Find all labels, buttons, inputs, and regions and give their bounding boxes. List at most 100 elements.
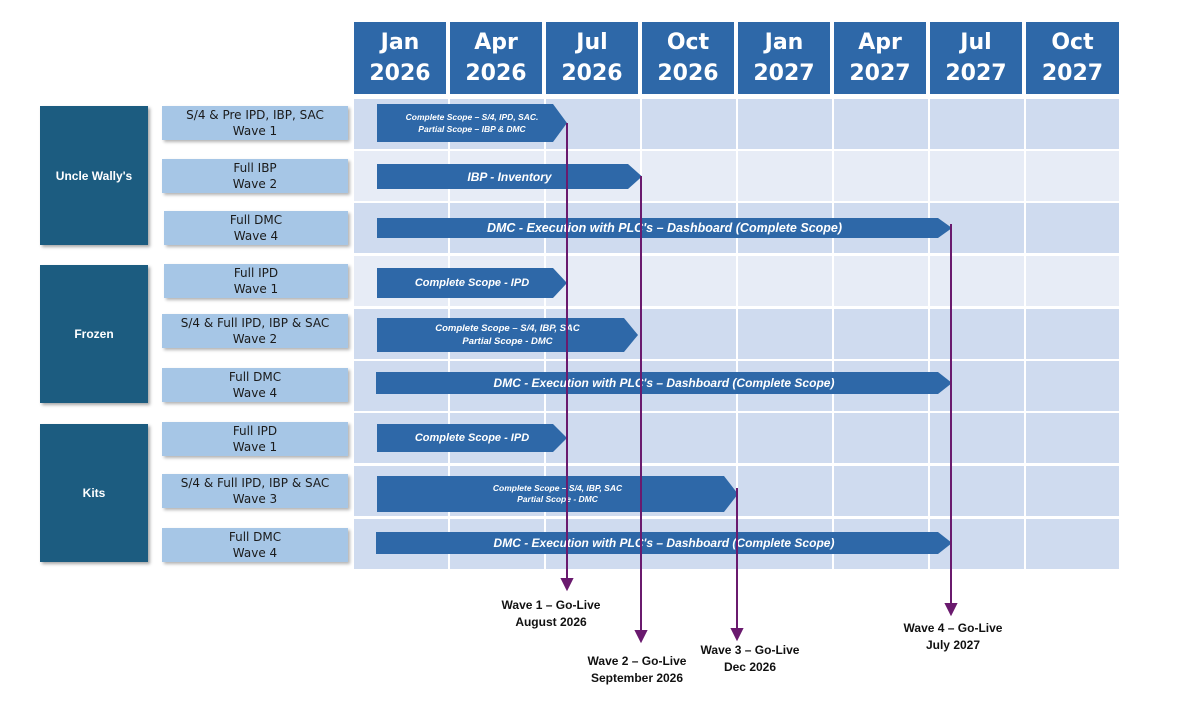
wave-scope: Full IBP (233, 161, 277, 175)
header-month: Apr (474, 30, 518, 55)
timeline-header-cell: Jul 2027 (930, 22, 1022, 94)
header-month: Oct (1051, 30, 1094, 55)
header-year: 2027 (945, 61, 1007, 86)
header-month: Jul (960, 30, 992, 55)
header-month: Jan (764, 30, 804, 55)
timeline-bar: Complete Scope – S/4, IPD, SAC. Partial … (377, 104, 567, 142)
arrow-down-icon (944, 603, 958, 617)
header-year: 2026 (561, 61, 623, 86)
grid-cell (834, 466, 928, 516)
wave-number: Wave 4 (232, 546, 278, 560)
grid-cell (738, 256, 832, 306)
wave-number: Wave 2 (232, 177, 278, 191)
grid-cell (642, 413, 736, 463)
arrow-down-icon (560, 578, 574, 592)
grid-cell (1026, 413, 1119, 463)
wave-scope: Full IPD (232, 424, 278, 438)
bar-text: DMC - Execution with PLC's – Dashboard (… (493, 536, 835, 550)
bar-text: Complete Scope – S/4, IBP, SAC (492, 483, 623, 493)
grid-cell (930, 309, 1024, 359)
header-month: Oct (666, 30, 710, 55)
bar-text: Complete Scope – S/4, IPD, SAC. (405, 112, 539, 122)
bar-text: Complete Scope - IPD (414, 277, 530, 289)
grid-cell (642, 256, 736, 306)
wave-scope: Full IPD (233, 266, 279, 280)
go-live-date: August 2026 (515, 615, 587, 629)
wave-label: Full IPD Wave 1 (162, 422, 348, 456)
grid-cell (930, 256, 1024, 306)
header-month: Jul (576, 30, 608, 55)
bar-text: Complete Scope - IPD (414, 432, 530, 444)
grid-cell (1026, 519, 1119, 569)
header-year: 2027 (1041, 61, 1104, 86)
bar-text: Partial Scope - DMC (462, 336, 553, 347)
header-year: 2026 (369, 61, 431, 86)
grid-cell (1026, 466, 1119, 516)
header-year: 2026 (657, 61, 719, 86)
wave-label: S/4 & Full IPD, IBP & SAC Wave 2 (162, 314, 348, 348)
timeline-header-cell: Oct 2026 (642, 22, 734, 94)
timeline-bar: Complete Scope – S/4, IBP, SAC Partial S… (377, 476, 738, 512)
timeline-bar: Complete Scope - IPD (377, 424, 567, 452)
wave-scope: Full DMC (228, 370, 282, 384)
timeline-bar: Complete Scope – S/4, IBP, SAC Partial S… (377, 318, 638, 352)
go-live-label: Wave 2 – Go-Live September 2026 (572, 653, 702, 687)
header-month: Apr (858, 30, 902, 55)
grid-cell (930, 466, 1024, 516)
timeline-bar: DMC - Execution with PLC's – Dashboard (… (377, 218, 952, 238)
group-box-frozen: Frozen (40, 265, 148, 403)
timeline-header-cell: Apr 2026 (450, 22, 542, 94)
wave-number: Wave 1 (233, 282, 279, 296)
wave-label: Full DMC Wave 4 (162, 528, 348, 562)
grid-cell (738, 309, 832, 359)
grid-cell (834, 256, 928, 306)
grid-cell (1026, 99, 1119, 149)
timeline-header-cell: Jan 2027 (738, 22, 830, 94)
grid-cell (1026, 203, 1119, 253)
wave-number: Wave 3 (232, 492, 278, 506)
go-live-label: Wave 4 – Go-Live July 2027 (888, 620, 1018, 654)
grid-cell (834, 309, 928, 359)
timeline-header-cell: Apr 2027 (834, 22, 926, 94)
bar-text: Partial Scope – IBP & DMC (418, 124, 526, 134)
timeline-bar: DMC - Execution with PLC's – Dashboard (… (376, 372, 952, 394)
go-live-date: July 2027 (925, 638, 981, 652)
bar-text: IBP - Inventory (467, 169, 552, 184)
timeline-header-cell: Oct 2027 (1026, 22, 1119, 94)
go-live-label: Wave 1 – Go-Live August 2026 (486, 597, 616, 631)
grid-cell (834, 151, 928, 201)
grid-cell (930, 99, 1024, 149)
grid-cell (738, 413, 832, 463)
grid-cell (1026, 256, 1119, 306)
wave-number: Wave 1 (232, 124, 278, 138)
grid-cell (642, 309, 736, 359)
wave-label: Full DMC Wave 4 (162, 368, 348, 402)
grid-cell (738, 466, 832, 516)
wave-scope: Full DMC (228, 530, 282, 544)
grid-cell (1026, 151, 1119, 201)
go-live-title: Wave 1 – Go-Live (501, 598, 601, 612)
grid-cell (834, 413, 928, 463)
go-live-title: Wave 4 – Go-Live (903, 621, 1003, 635)
bar-text: DMC - Execution with PLC's – Dashboard (… (486, 221, 843, 235)
grid-cell (930, 413, 1024, 463)
wave-label: Full DMC Wave 4 (164, 211, 348, 245)
group-box-uncle-wallys: Uncle Wally's (40, 106, 148, 245)
header-year: 2027 (753, 61, 815, 86)
wave-scope: S/4 & Pre IPD, IBP, SAC (186, 108, 324, 122)
header-year: 2027 (849, 61, 911, 86)
wave-label: S/4 & Pre IPD, IBP, SAC Wave 1 (162, 106, 348, 140)
timeline-header-cell: Jan 2026 (354, 22, 446, 94)
wave-number: Wave 2 (232, 332, 278, 346)
wave-label: S/4 & Full IPD, IBP & SAC Wave 3 (162, 474, 348, 508)
wave-number: Wave 1 (232, 440, 278, 454)
wave-label: Full IBP Wave 2 (162, 159, 348, 193)
bar-text: Partial Scope - DMC (517, 494, 598, 504)
grid-cell (738, 99, 832, 149)
timeline-bar: Complete Scope - IPD (377, 268, 567, 298)
grid-cell (930, 151, 1024, 201)
grid-cell (1026, 309, 1119, 359)
grid-cell (738, 151, 832, 201)
wave-scope: Full DMC (229, 213, 283, 227)
